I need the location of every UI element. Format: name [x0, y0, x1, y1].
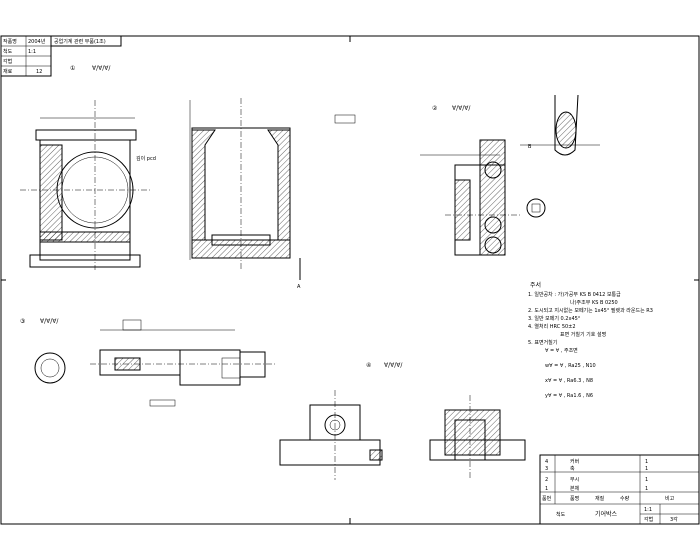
tb-cell: 2 [545, 477, 548, 483]
tb-cell: 1 [645, 477, 648, 483]
view-2-symbol: ② [432, 105, 438, 112]
tb-header: 비고 [665, 495, 675, 502]
tb-header: 품명 [570, 495, 579, 502]
note-line: 1. 일반공차 : 가)가공부 KS B 0412 보통급 [528, 291, 621, 298]
finish-marks: ∀/∀/∀/ [92, 65, 111, 72]
note-line: x∀ = ∀ , Ra6.3 , N8 [545, 378, 593, 384]
view-1-side: A [189, 98, 356, 290]
tb-angle-value: 3각 [670, 516, 678, 523]
note-line: w∀ = ∀ , Ra25 , N10 [545, 363, 596, 369]
hb-cell: 공업기계 관련 부품(1조) [54, 38, 106, 45]
tb-header: 재질 [595, 495, 605, 502]
notes: 주서 1. 일반공차 : 가)가공부 KS B 0412 보통급 나)주조부 K… [528, 281, 653, 399]
hb-cell: 각법 [3, 58, 12, 65]
section-label-b: B [528, 144, 532, 150]
tb-cell: 축 [570, 465, 575, 472]
view-3-shaft [34, 319, 275, 407]
drawing-border [0, 35, 700, 525]
tb-cell: 1 [645, 459, 648, 465]
tb-cell: 1 [545, 486, 548, 492]
tb-header: 수량 [620, 495, 630, 502]
finish-marks: ∀/∀/∀/ [384, 362, 403, 369]
view-3-symbol: ③ [20, 318, 25, 325]
note-line: ∀ = ∀ , 주조면 [545, 347, 578, 354]
hb-cell: 12 [36, 69, 42, 75]
note-line: 3. 일반 모떼기 0.2x45° [528, 315, 581, 322]
tb-scale-label: 척도 [556, 511, 566, 518]
tb-header: 품번 [542, 495, 552, 502]
note-line: 표면 거칠기 기호 설명 [560, 331, 606, 338]
tb-cell: 커버 [570, 458, 579, 465]
depth-label: 깊이 pcd [136, 155, 156, 162]
view-4-cover [279, 390, 526, 480]
view-1-symbol: ① [70, 65, 75, 72]
hb-cell: 1:1 [28, 49, 36, 55]
note-line: y∀ = ∀ , Ra1.6 , N6 [545, 393, 593, 399]
tb-angle-label: 각법 [644, 516, 653, 523]
tb-cell: 1 [645, 466, 648, 472]
hb-cell: 척도 [3, 48, 13, 55]
header-block: 작품명 2004년 공업기계 관련 부품(1조) 척도 1:1 각법 재료 12 [0, 35, 122, 77]
tb-cell: 3 [545, 466, 548, 472]
hb-cell: 작품명 [3, 38, 17, 45]
tb-cell: 4 [545, 459, 548, 465]
view-2-part: B [420, 94, 600, 256]
tb-cell: 본체 [570, 485, 580, 492]
tb-scale-value: 1:1 [644, 507, 652, 513]
hb-cell: 2004년 [28, 38, 46, 45]
note-line: 4. 열처리 HRC 50±2 [528, 323, 576, 330]
view-4-symbol: ④ [366, 362, 371, 369]
notes-title: 주서 [530, 281, 541, 289]
finish-marks: ∀/∀/∀/ [40, 318, 59, 325]
note-line: 2. 도시되고 지시없는 모떼기는 1x45° 필렛과 라운드는 R3 [528, 307, 653, 314]
finish-marks: ∀/∀/∀/ [452, 105, 471, 112]
view-1-front: 깊이 pcd [20, 100, 156, 270]
note-line: 나)주조부 KS B 0250 [570, 299, 618, 306]
note-line: 5. 표면거칠기 [528, 339, 557, 346]
hb-cell: 재료 [3, 68, 13, 75]
title-block: 4 커버 1 3 축 1 2 부시 1 1 본체 1 품번 품명 재질 수량 비… [539, 454, 700, 525]
tb-cell: 1 [645, 486, 648, 492]
tb-cell: 부시 [570, 477, 579, 483]
section-label-a: A [297, 284, 301, 290]
tb-drawing-title: 기어박스 [595, 510, 618, 518]
